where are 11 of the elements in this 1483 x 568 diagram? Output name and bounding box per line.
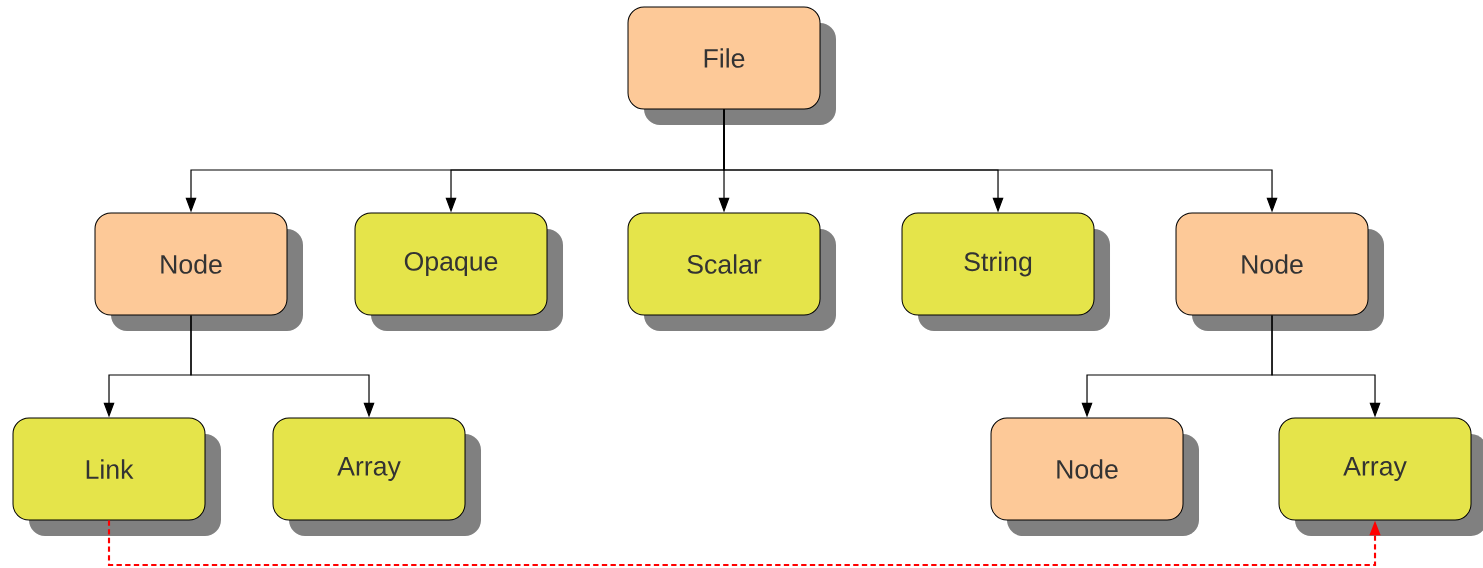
process-box: Node [94,212,303,331]
arrow [107,520,1381,567]
process-box: String [901,212,1110,331]
process-box: Node [1175,212,1384,331]
process-box: Array [272,417,481,536]
process-box: Node [990,417,1199,536]
process-box: Array [1278,417,1483,536]
process-box: Link [12,417,221,536]
process-box: Scalar [627,212,836,331]
process-box: File [627,6,836,125]
process-box: Opaque [354,212,563,331]
